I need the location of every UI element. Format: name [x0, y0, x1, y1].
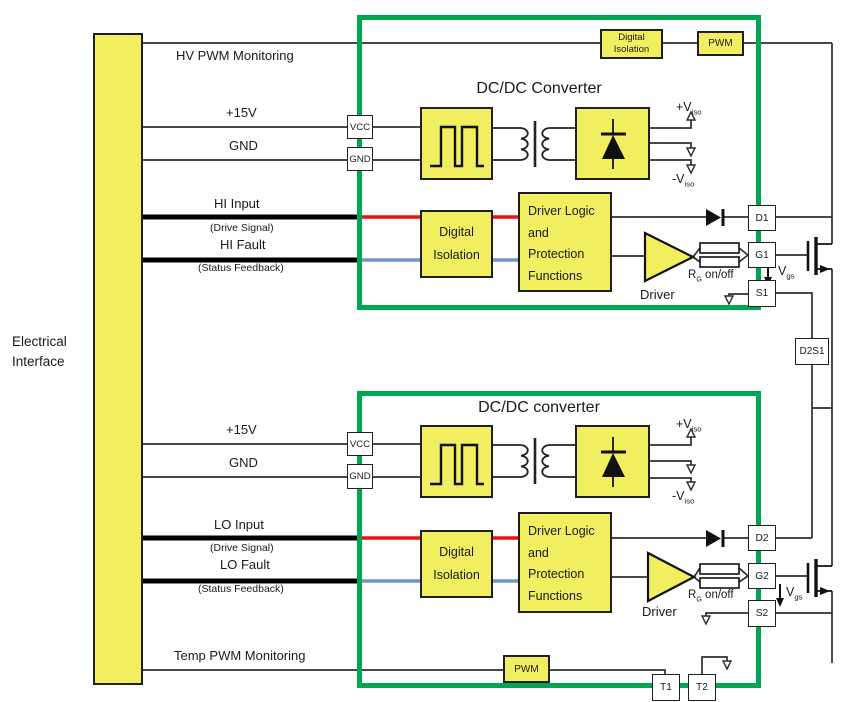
hv-source-pin: S1 [748, 280, 776, 307]
lv-viso-minus-label: -Viso [672, 489, 694, 506]
hv-fault-sublabel: (Status Feedback) [198, 262, 284, 274]
lv-vgs-main: V [786, 585, 795, 599]
lv-viso-plus-sub: iso [691, 424, 702, 434]
t2-pin: T2 [688, 674, 716, 701]
hv-pwm-monitoring-label: HV PWM Monitoring [176, 48, 294, 63]
lv-gate-pin: G2 [748, 563, 776, 589]
lv-supply-label: +15V [226, 422, 257, 437]
lv-vgs-label: Vgs [786, 585, 803, 602]
lv-driver-logic-block: Driver Logic and Protection Functions [518, 512, 612, 613]
electrical-interface-label: Electrical Interface [12, 332, 67, 372]
electrical-interface-line2: Interface [12, 354, 65, 369]
hv-driver-logic-block: Driver Logic and Protection Functions [518, 192, 612, 292]
hv-viso-plus-main: +V [676, 100, 692, 114]
hv-viso-minus-sub: iso [684, 179, 695, 189]
hv-fault-label: HI Fault [220, 237, 266, 252]
lv-vcc-pin: VCC [347, 432, 373, 456]
hv-oscillator-block [420, 107, 493, 180]
hv-driver-logic-text: Driver Logic and Protection Functions [520, 194, 610, 290]
hv-supply-label: +15V [226, 105, 257, 120]
hv-rg-rest: on/off [701, 269, 734, 281]
hv-vgs-label: Vgs [778, 264, 795, 281]
lv-source-pin: S2 [748, 600, 776, 627]
top-di-line2: Isolation [613, 44, 650, 55]
lv-rg-rest: on/off [701, 589, 734, 601]
hv-di-line1: Digital [439, 225, 474, 239]
lv-rg-label: RG on/off [688, 589, 734, 603]
hv-gnd-pin: GND [347, 147, 373, 171]
lv-dl-line3: Protection [528, 567, 585, 581]
hv-gate-pin: G1 [748, 242, 776, 268]
lv-dl-line2: and [528, 545, 549, 560]
hv-ground-label: GND [229, 138, 258, 153]
lv-fault-label: LO Fault [220, 557, 270, 572]
lv-dcdc-title: DC/DC converter [478, 399, 600, 416]
electrical-interface-bar [93, 33, 143, 685]
lv-input-sublabel: (Drive Signal) [210, 542, 274, 554]
electrical-interface-line1: Electrical [12, 334, 67, 349]
hv-digital-isolation-block: Digital Isolation [420, 210, 493, 278]
hv-digital-isolation-text: Digital Isolation [433, 221, 480, 267]
lv-di-line1: Digital [439, 545, 474, 559]
hv-vcc-pin: VCC [347, 115, 373, 139]
lv-di-line2: Isolation [433, 568, 480, 582]
hv-viso-plus-sub: iso [691, 107, 702, 117]
temp-pwm-monitoring-label: Temp PWM Monitoring [174, 648, 306, 663]
hv-dl-line2: and [528, 225, 549, 240]
mosfet-icon-hv [806, 237, 832, 275]
hv-dl-line4: Functions [528, 268, 583, 283]
lv-driver-label: Driver [642, 604, 677, 619]
top-digital-isolation-block: Digital Isolation [600, 29, 663, 59]
bottom-pwm-block: PWM [503, 655, 550, 683]
hv-di-line2: Isolation [433, 248, 480, 262]
lv-viso-minus-sub: iso [684, 496, 695, 506]
lv-viso-minus-main: -V [672, 489, 685, 503]
lv-viso-plus-main: +V [676, 417, 692, 431]
lv-oscillator-block [420, 425, 493, 498]
hv-viso-minus-main: -V [672, 172, 685, 186]
hv-viso-plus-label: +Viso [676, 100, 702, 117]
midpoint-d2s1-pin: D2S1 [795, 338, 829, 365]
lv-dl-line4: Functions [528, 588, 583, 603]
top-pwm-block: PWM [697, 31, 744, 56]
hv-drain-pin: D1 [748, 205, 776, 231]
hv-dcdc-title: DC/DC Converter [476, 80, 602, 97]
lv-digital-isolation-block: Digital Isolation [420, 530, 493, 598]
hv-vgs-main: V [778, 264, 787, 278]
lv-drain-pin: D2 [748, 525, 776, 551]
lv-driver-logic-text: Driver Logic and Protection Functions [520, 514, 610, 611]
hv-dl-line1: Driver Logic [528, 204, 595, 218]
lv-ground-label: GND [229, 455, 258, 470]
lv-input-label: LO Input [214, 517, 264, 532]
hv-driver-label: Driver [640, 287, 675, 302]
hv-vgs-sub: gs [786, 271, 795, 281]
lv-rg-sub: G [696, 595, 702, 604]
t1-pin: T1 [652, 674, 680, 701]
hv-rg-sub: G [696, 275, 702, 284]
vgs-arrow-icons [764, 263, 784, 607]
mosfet-icon-lv [806, 559, 832, 597]
hv-input-sublabel: (Drive Signal) [210, 222, 274, 234]
lv-digital-isolation-text: Digital Isolation [433, 541, 480, 587]
top-digital-isolation-text: Digital Isolation [614, 32, 649, 57]
top-di-line1: Digital [618, 31, 645, 43]
hv-input-label: HI Input [214, 196, 260, 211]
lv-gnd-pin: GND [347, 464, 373, 489]
lv-rectifier-block [575, 425, 650, 498]
lv-vgs-sub: gs [794, 592, 803, 602]
lv-dl-line1: Driver Logic [528, 524, 595, 538]
hv-rectifier-block [575, 107, 650, 180]
lv-fault-sublabel: (Status Feedback) [198, 583, 284, 595]
hv-dl-line3: Protection [528, 247, 585, 261]
lv-viso-plus-label: +Viso [676, 417, 702, 434]
hv-rg-label: RG on/off [688, 269, 734, 283]
hv-viso-minus-label: -Viso [672, 172, 694, 189]
